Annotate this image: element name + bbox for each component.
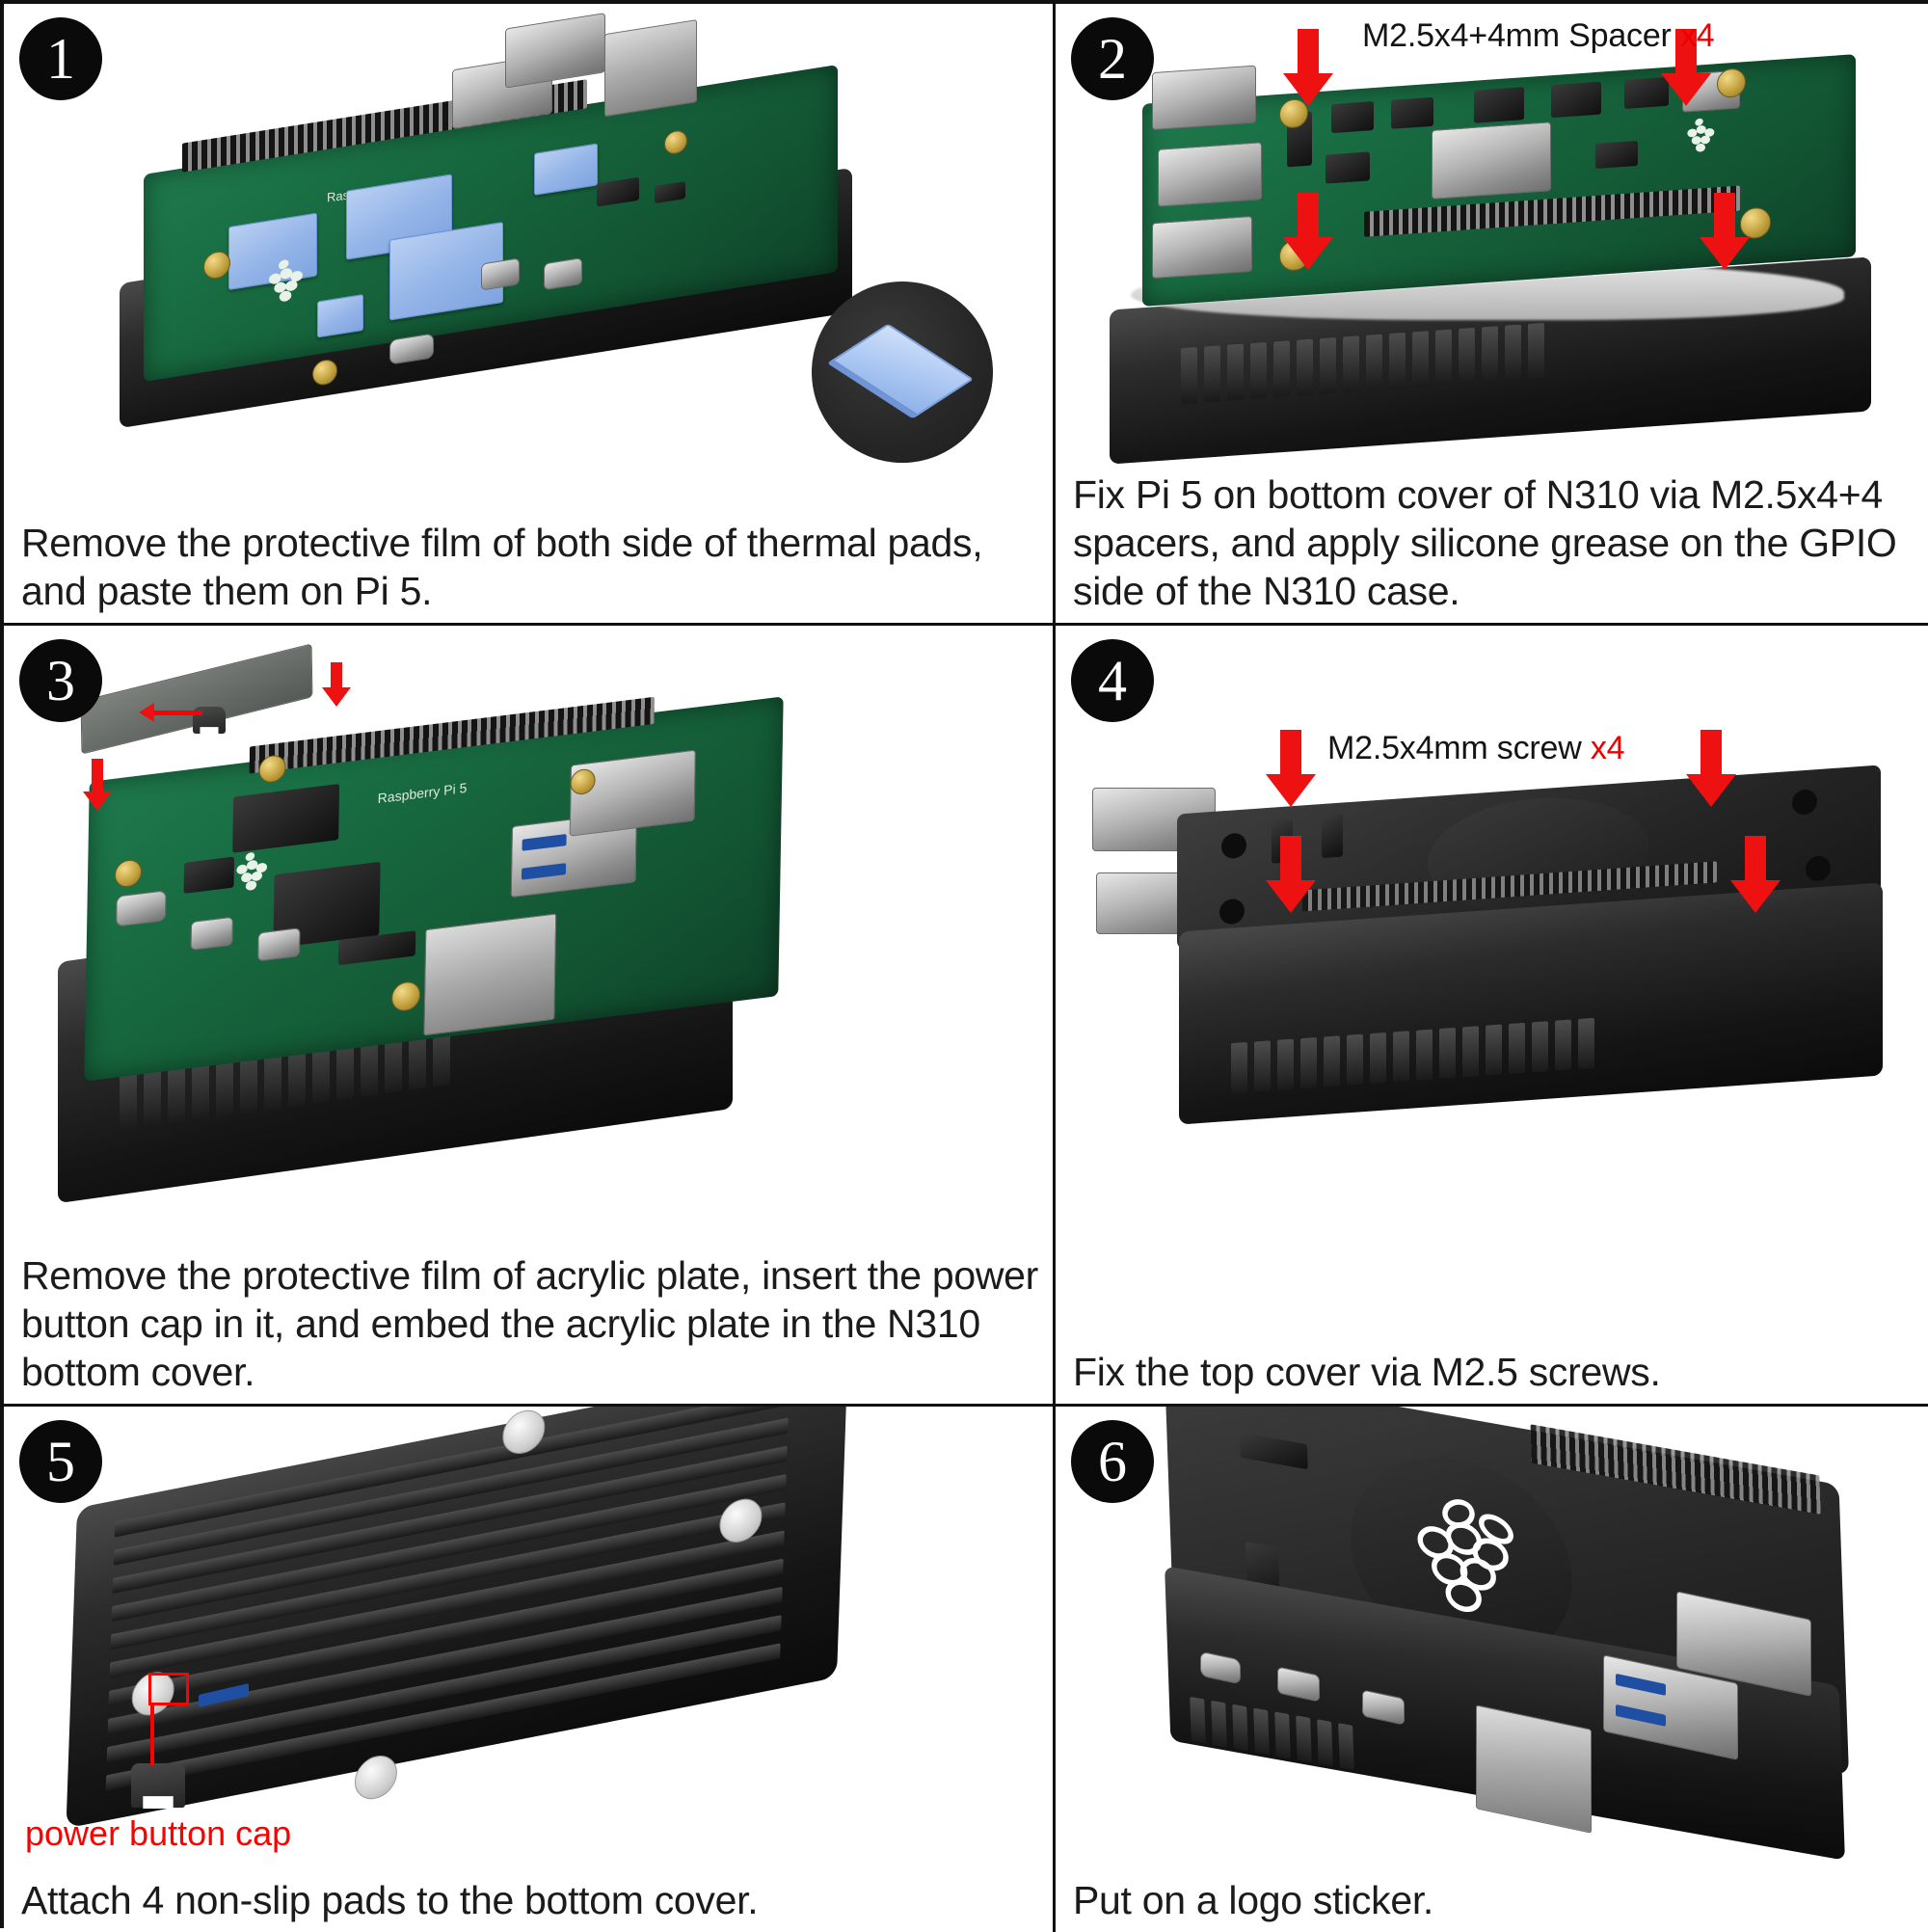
step-panel-6: 6 (1056, 1407, 1928, 1932)
pcb-chip (597, 176, 639, 207)
pcb-chip (655, 181, 685, 204)
assembly-arrow-left (148, 711, 202, 715)
spacer-part-label: M2.5x4+4mm Spacer x4 (1362, 17, 1715, 55)
pcb-chip (1391, 96, 1433, 129)
micro-hdmi-port (1474, 87, 1524, 123)
m25-spacer (114, 858, 143, 889)
step-caption-2: Fix Pi 5 on bottom cover of N310 via M2.… (1073, 471, 1897, 613)
thermal-pad (534, 143, 598, 196)
assembly-arrow-down (1700, 193, 1750, 270)
micro-hdmi-port (190, 916, 233, 952)
micro-hdmi-port (544, 256, 582, 291)
step-5-photo: power button cap (4, 1407, 1053, 1932)
step-caption-5: Attach 4 non-slip pads to the bottom cov… (21, 1877, 759, 1922)
usb-c-power-port (116, 890, 167, 927)
usb-port-stack (1152, 215, 1252, 280)
thermal-shield (1432, 121, 1551, 200)
screw-label-text: M2.5x4mm screw (1327, 730, 1582, 766)
usb2-port-stack (569, 749, 696, 837)
power-button-cap (131, 1763, 185, 1808)
step-3-photo: Raspberry Pi 5 (4, 626, 1053, 1404)
usb-port-stack (1152, 65, 1256, 131)
raspberry-logo-silkscreen (226, 847, 277, 900)
thermal-pad (317, 293, 363, 338)
assembly-arrow-down (1730, 836, 1781, 913)
micro-hdmi-port (257, 927, 301, 962)
pcb-chip (1595, 140, 1638, 170)
power-button-highlight (148, 1673, 189, 1705)
screw-label-qty: x4 (1590, 730, 1625, 766)
assembly-arrow-left-head (139, 703, 154, 722)
gpio-header (1364, 185, 1740, 237)
micro-hdmi-port (1551, 81, 1601, 119)
step-caption-3: Remove the protective film of acrylic pl… (21, 1252, 1038, 1394)
gpio-slot (1530, 1424, 1821, 1515)
step-2-photo (1056, 4, 1928, 623)
assembly-arrow-down (1266, 730, 1316, 807)
step-caption-4: Fix the top cover via M2.5 screws. (1073, 1349, 1661, 1394)
micro-hdmi-port (481, 257, 520, 291)
thermal-pad-detail-inset (812, 282, 993, 463)
step-1-photo: Raspberry Pi 5 (4, 4, 1053, 623)
rp1-chip (1326, 151, 1370, 184)
case-fins (105, 1407, 790, 1791)
assembly-arrow-down (1283, 29, 1333, 106)
raspberry-pi-5-board: Raspberry Pi 5 (144, 13, 838, 388)
raspberry-pi-5-board (1142, 54, 1856, 307)
step-badge-1: 1 (19, 17, 102, 100)
assembly-arrow-down (322, 662, 351, 707)
usb2-port-stack (505, 13, 605, 89)
step-caption-6: Put on a logo sticker. (1073, 1877, 1434, 1922)
spacer-label-qty: x4 (1679, 17, 1715, 54)
ethernet-port (423, 913, 557, 1036)
raspberry-logo-silkscreen (1678, 116, 1723, 159)
assembly-arrow-down (83, 759, 112, 811)
step-badge-6: 6 (1071, 1420, 1154, 1503)
m25-spacer (390, 979, 421, 1013)
assembly-arrow-down (1266, 836, 1316, 913)
raspberry-pi-5-board: Raspberry Pi 5 (84, 696, 784, 1082)
assembly-arrow-down (1661, 29, 1711, 106)
usb-port-stack (1158, 142, 1262, 207)
step-4-photo (1056, 626, 1928, 1404)
rf-shield (232, 784, 340, 853)
acrylic-plate (80, 643, 313, 755)
ethernet-port (604, 19, 697, 118)
step-badge-3: 3 (19, 639, 102, 722)
step-6-photo (1056, 1407, 1928, 1932)
pcb-chip (1331, 101, 1374, 134)
non-slip-pad (354, 1752, 398, 1804)
power-button-cap-label: power button cap (25, 1813, 292, 1853)
step-panel-5: 5 power button cap Attach (4, 1407, 1056, 1932)
callout-line (150, 1705, 154, 1765)
step-badge-2: 2 (1071, 17, 1154, 100)
screw-part-label: M2.5x4mm screw x4 (1327, 730, 1625, 767)
assembly-arrow-down (1686, 730, 1736, 807)
step-badge-4: 4 (1071, 639, 1154, 722)
n310-top-cover (1164, 1407, 1850, 1777)
step-panel-3: 3 Raspberry Pi 5 (4, 626, 1056, 1407)
mounting-hole (203, 249, 230, 282)
step-caption-1: Remove the protective film of both side … (21, 520, 983, 613)
step-panel-2: 2 M2.5x4+4mm Spacer x4 (1056, 4, 1928, 626)
step-badge-5: 5 (19, 1420, 102, 1503)
step-panel-4: 4 M2.5x4mm screw x4 (1056, 626, 1928, 1407)
raspberry-logo-sticker (1385, 1486, 1540, 1641)
assembly-arrow-down (1283, 193, 1333, 270)
thermal-pad-peeling-film (826, 323, 975, 419)
mounting-hole (664, 128, 687, 156)
step-panel-1: 1 Raspberry Pi 5 (4, 4, 1056, 626)
spacer-label-text: M2.5x4+4mm Spacer (1362, 17, 1672, 54)
m25-spacer (1717, 67, 1746, 99)
raspberry-logo-silkscreen (257, 254, 313, 312)
